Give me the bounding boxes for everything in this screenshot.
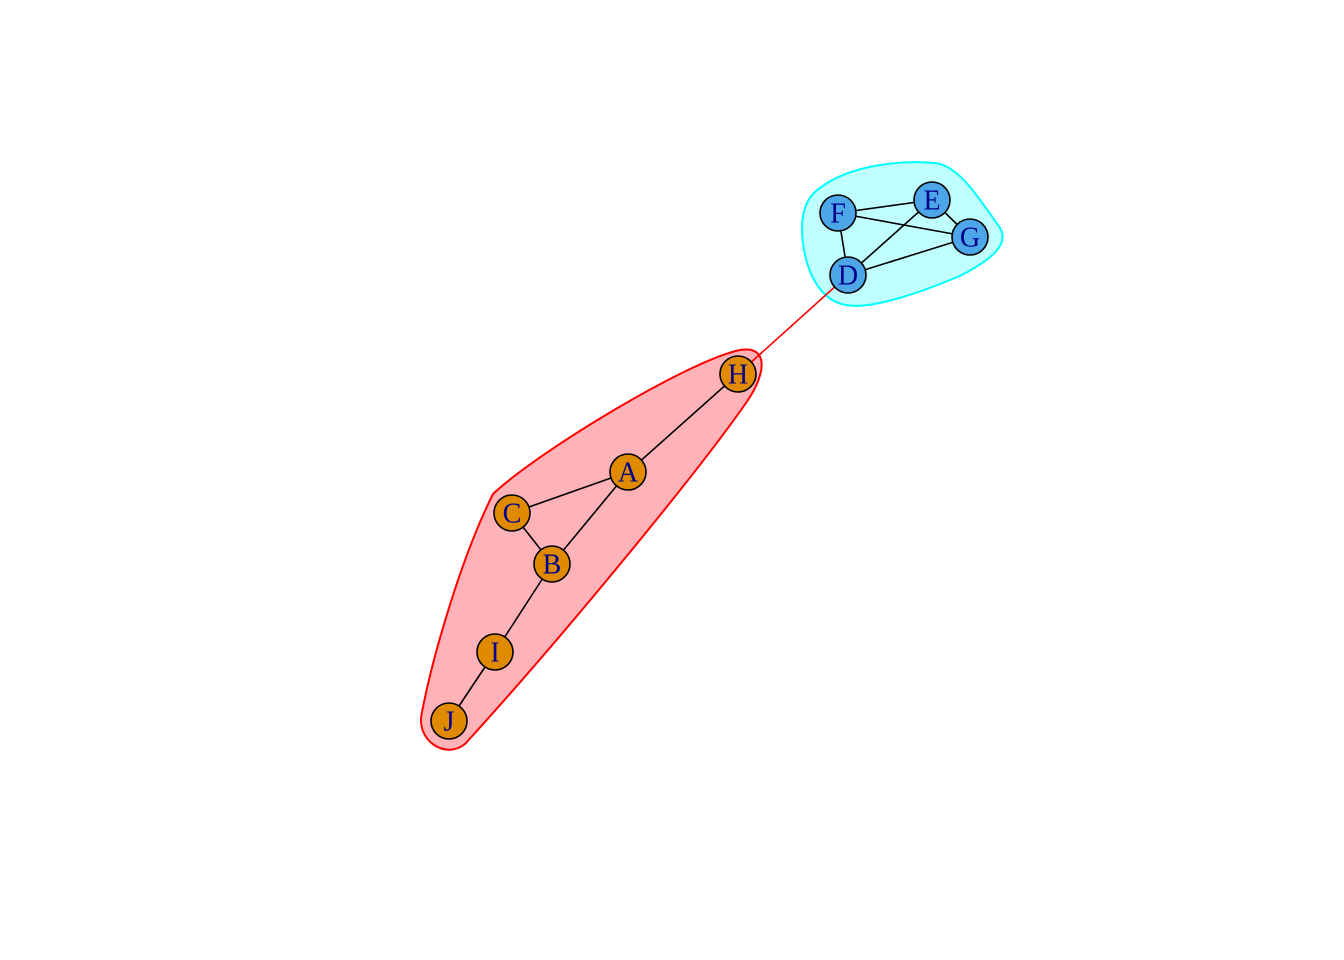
edge-d-g: [847, 236, 971, 276]
node-label: H: [728, 360, 748, 391]
node-label: J: [444, 707, 455, 738]
node-h: H: [719, 355, 757, 393]
node-circle: [430, 702, 468, 740]
node-g: G: [951, 218, 989, 256]
node-f: F: [819, 194, 857, 232]
node-circle: [819, 194, 857, 232]
node-label: I: [490, 638, 499, 669]
node-label: G: [960, 223, 980, 254]
edge-a-b: [551, 471, 629, 565]
edge-d-h: [737, 274, 849, 375]
node-label: A: [618, 458, 639, 489]
node-j: J: [430, 702, 468, 740]
node-circle: [913, 181, 951, 219]
node-d: D: [829, 256, 867, 294]
node-label: F: [830, 199, 846, 230]
node-circle: [609, 453, 647, 491]
node-label: C: [503, 499, 522, 530]
edge-a-c: [511, 471, 629, 514]
node-i: I: [476, 633, 514, 671]
node-circle: [951, 218, 989, 256]
node-circle: [533, 545, 571, 583]
node-circle: [493, 494, 531, 532]
node-circle: [829, 256, 867, 294]
edge-h-a: [627, 373, 739, 473]
graph-nodes: A BC D E F G H I J: [430, 181, 989, 740]
node-circle: [719, 355, 757, 393]
node-b: B: [533, 545, 571, 583]
node-label: E: [923, 186, 940, 217]
node-label: D: [838, 261, 858, 292]
node-a: A: [609, 453, 647, 491]
node-e: E: [913, 181, 951, 219]
community-1-hull: [419, 348, 763, 751]
node-circle: [476, 633, 514, 671]
node-label: B: [543, 550, 562, 581]
node-c: C: [493, 494, 531, 532]
